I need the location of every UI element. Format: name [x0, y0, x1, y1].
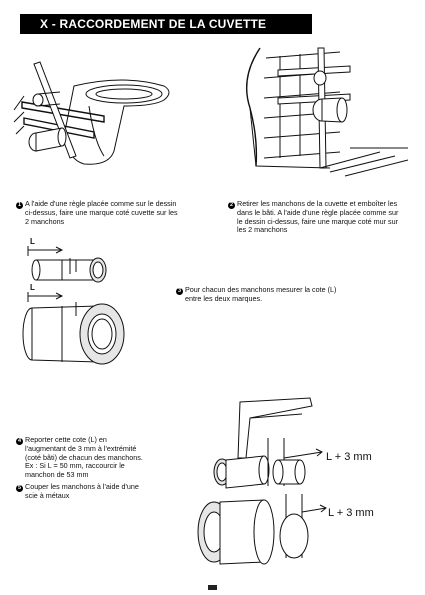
- step-text: manchon de 53 mm: [25, 469, 89, 479]
- step-text: Pour chacun des manchons mesurer la cote…: [185, 285, 337, 294]
- step-text: Retirer les manchons de la cuvette et em…: [237, 199, 398, 208]
- length-label: L: [30, 283, 35, 292]
- sleeve-measure-illustration: L L: [22, 237, 125, 365]
- step-text: A l'aide d'une règle placée comme sur le…: [25, 199, 177, 208]
- step-text: l'augmentant de 3 mm à l'extrémité: [25, 444, 137, 453]
- step-text: Ex : Si L = 50 mm, raccourcir le: [25, 461, 125, 471]
- step-text: ci-dessus, faire une marque coté cuvette…: [25, 208, 178, 217]
- step-text: 2 manchons: [25, 216, 65, 226]
- step-text: dans le bâti. A l'aide d'une règle placé…: [237, 208, 399, 217]
- step-text: Reporter cette cote (L) en: [25, 435, 107, 444]
- page-number-mark: [208, 585, 217, 590]
- step-text: scie à métaux: [25, 491, 70, 500]
- step-number: 2: [228, 202, 235, 209]
- step-number: 1: [16, 202, 23, 209]
- sleeve-cut-illustration: L + 3 mm L + 3 mm: [197, 397, 374, 565]
- length-plus-label: L + 3 mm: [328, 507, 374, 519]
- step-number: 3: [176, 288, 183, 295]
- step-text: le dessin ci-dessus, faire une marque co…: [237, 216, 398, 226]
- step-text: Couper les manchons à l'aide d'une: [25, 482, 139, 491]
- toilet-bowl-illustration: [13, 61, 170, 165]
- step-text: (coté bâti) de chacun des manchons.: [25, 452, 143, 462]
- step-number: 5: [16, 485, 23, 492]
- step-text: entre les deux marques.: [185, 294, 263, 303]
- wall-frame-illustration: [245, 47, 409, 177]
- section-title: X - RACCORDEMENT DE LA CUVETTE: [20, 14, 312, 34]
- length-label: L: [30, 237, 35, 246]
- step-number: 4: [16, 438, 23, 445]
- length-plus-label: L + 3 mm: [326, 451, 372, 463]
- step-text: les 2 manchons: [237, 225, 288, 235]
